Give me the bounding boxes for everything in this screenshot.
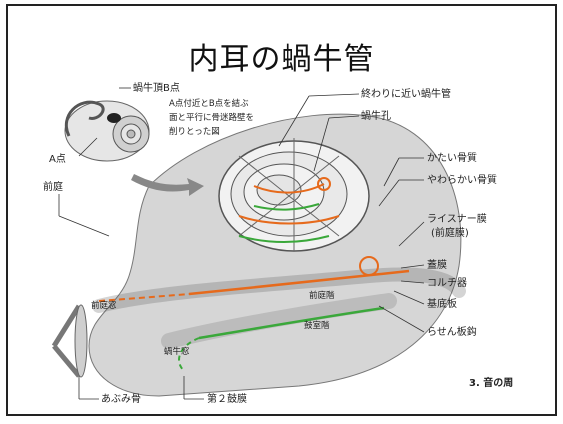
label-section: 3. 音の周 xyxy=(469,376,513,389)
label-scala-vestibuli: 前庭階 xyxy=(309,290,335,301)
label-vestibule: 前庭 xyxy=(43,180,63,193)
sound-path-vestibuli-solid xyxy=(188,269,410,296)
label-near-end: 終わりに近い蝸牛管 xyxy=(361,87,451,100)
label-oval-window: 前庭窓 xyxy=(91,300,117,311)
slide-title: 内耳の蝸牛管 xyxy=(188,42,375,77)
label-corti: コルチ器 xyxy=(427,277,467,289)
sound-path-tympani xyxy=(198,306,385,340)
label-note-line3: 削りとった図 xyxy=(169,126,220,137)
label-reissner: ライスナー膜 xyxy=(427,213,487,225)
label-round-window: 蝸牛窓 xyxy=(164,346,190,357)
label-tectorial: 蓋膜 xyxy=(427,259,447,271)
label-helicotrema: 蝸牛孔 xyxy=(361,109,391,122)
label-apex-b: 蝸牛頂B点 xyxy=(133,81,180,94)
label-note-line2: 面と平行に骨迷路壁を xyxy=(169,112,254,123)
label-stapes: あぶみ骨 xyxy=(101,393,141,405)
label-hard-bone: かたい骨質 xyxy=(427,151,477,164)
label-scala-tympani: 鼓室階 xyxy=(304,320,330,331)
label-point-a: A点 xyxy=(49,153,66,165)
sound-path-vestibuli xyxy=(98,293,190,302)
label-spiral-lamina: らせん板鈎 xyxy=(427,325,477,338)
cochlea-drawing: 蝸牛頂B点 A点付近とB点を結ぶ 面と平行に骨迷路壁を 削りとった図 A点 前庭… xyxy=(39,76,537,414)
direction-arrow xyxy=(131,174,204,196)
label-reissner-alt: (前庭膜) xyxy=(431,226,469,239)
label-soft-bone: やわらかい骨質 xyxy=(427,173,497,186)
stapes-icon xyxy=(51,304,88,378)
cochlea-illustration: 蝸牛頂B点 A点付近とB点を結ぶ 面と平行に骨迷路壁を 削りとった図 A点 前庭… xyxy=(39,76,537,414)
inset-cochlea-icon xyxy=(64,100,150,162)
label-second-tympanic: 第２鼓膜 xyxy=(207,392,247,405)
label-note-line1: A点付近とB点を結ぶ xyxy=(169,98,249,109)
label-basilar: 基底板 xyxy=(427,297,457,310)
